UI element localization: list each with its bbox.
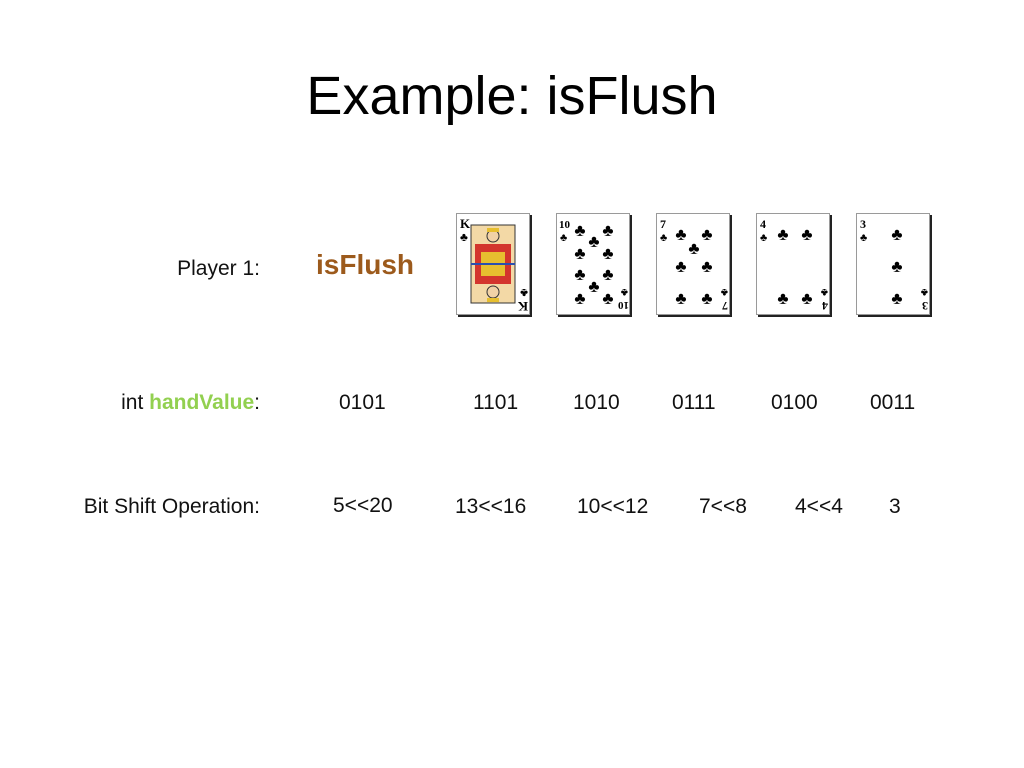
svg-text:♣: ♣ [675, 289, 686, 308]
svg-text:♣: ♣ [520, 286, 528, 300]
card-rank-rotated: 4 [822, 299, 828, 313]
hand-value-cell: 0101 [339, 391, 386, 414]
hand-value-cell: 1010 [573, 391, 620, 414]
svg-text:♣: ♣ [760, 232, 767, 244]
four-of-clubs-card: 4 ♣ ♣ ♣ ♣ ♣ 4 ♣ [756, 213, 830, 315]
svg-text:♣: ♣ [574, 265, 585, 284]
card-rank: K [460, 216, 471, 231]
svg-text:♣: ♣ [675, 225, 686, 244]
hand-value-label: int handValue: [121, 390, 260, 416]
card-rank: 7 [660, 217, 666, 231]
svg-text:♣: ♣ [602, 289, 613, 308]
card-rank-rotated: 10 [618, 299, 630, 311]
hand-value-label-prefix: int [121, 391, 150, 414]
hand-value-keyword: handValue [149, 391, 255, 414]
card-rank: 3 [860, 217, 866, 231]
bit-shift-label: Bit Shift Operation: [83, 495, 260, 518]
ten-of-clubs-card: 10 ♣ ♣♣ ♣ ♣♣ ♣♣ ♣ ♣♣ 10 ♣ [556, 213, 630, 315]
svg-text:♣: ♣ [891, 257, 902, 276]
svg-text:♣: ♣ [588, 277, 599, 296]
svg-text:♣: ♣ [921, 286, 928, 298]
svg-text:♣: ♣ [891, 289, 902, 308]
king-of-clubs-card: K ♣ K ♣ [456, 213, 530, 315]
svg-text:♣: ♣ [777, 289, 788, 308]
hand-value-cell: 1101 [473, 391, 519, 414]
svg-text:♣: ♣ [602, 244, 613, 263]
hand-value-cell: 0011 [870, 391, 916, 414]
three-of-clubs-card: 3 ♣ ♣ ♣ ♣ 3 ♣ [856, 213, 930, 315]
svg-text:♣: ♣ [701, 225, 712, 244]
svg-text:♣: ♣ [701, 257, 712, 276]
svg-text:♣: ♣ [801, 289, 812, 308]
bit-shift-cell: 4<<4 [795, 495, 843, 518]
card-rank: 4 [760, 217, 766, 231]
hand-value-label-suffix: : [254, 391, 260, 414]
bit-shift-cell: 3 [889, 495, 901, 518]
svg-text:♣: ♣ [602, 221, 613, 240]
bit-shift-cell: 5<<20 [333, 494, 393, 517]
svg-text:♣: ♣ [560, 232, 567, 244]
svg-text:♣: ♣ [721, 286, 728, 298]
svg-text:♣: ♣ [574, 289, 585, 308]
card-rank: 10 [559, 219, 571, 231]
is-flush-result: isFlush [316, 249, 415, 280]
hand-value-cell: 0111 [672, 391, 716, 414]
svg-text:♣: ♣ [602, 265, 613, 284]
hand-value-cell: 0100 [771, 391, 818, 414]
svg-text:♣: ♣ [777, 225, 788, 244]
svg-text:♣: ♣ [574, 244, 585, 263]
svg-text:♣: ♣ [574, 221, 585, 240]
bit-shift-cell: 10<<12 [577, 495, 649, 518]
bit-shift-cell: 13<<16 [455, 495, 527, 518]
svg-text:♣: ♣ [460, 230, 468, 244]
card-rank-rotated: K [517, 299, 528, 314]
svg-text:♣: ♣ [891, 225, 902, 244]
svg-text:♣: ♣ [688, 239, 699, 258]
svg-text:♣: ♣ [660, 232, 667, 244]
svg-text:♣: ♣ [701, 289, 712, 308]
seven-of-clubs-card: 7 ♣ ♣♣ ♣ ♣♣ ♣♣ 7 ♣ [656, 213, 730, 315]
card-rank-rotated: 7 [722, 299, 728, 313]
card-rank-rotated: 3 [922, 299, 928, 313]
svg-text:♣: ♣ [821, 286, 828, 298]
svg-text:♣: ♣ [801, 225, 812, 244]
slide-title: Example: isFlush [306, 66, 718, 126]
svg-text:♣: ♣ [588, 232, 599, 251]
bit-shift-cell: 7<<8 [699, 495, 747, 518]
svg-text:♣: ♣ [621, 286, 628, 298]
player-label: Player 1: [177, 257, 260, 280]
svg-text:♣: ♣ [675, 257, 686, 276]
svg-text:♣: ♣ [860, 232, 867, 244]
